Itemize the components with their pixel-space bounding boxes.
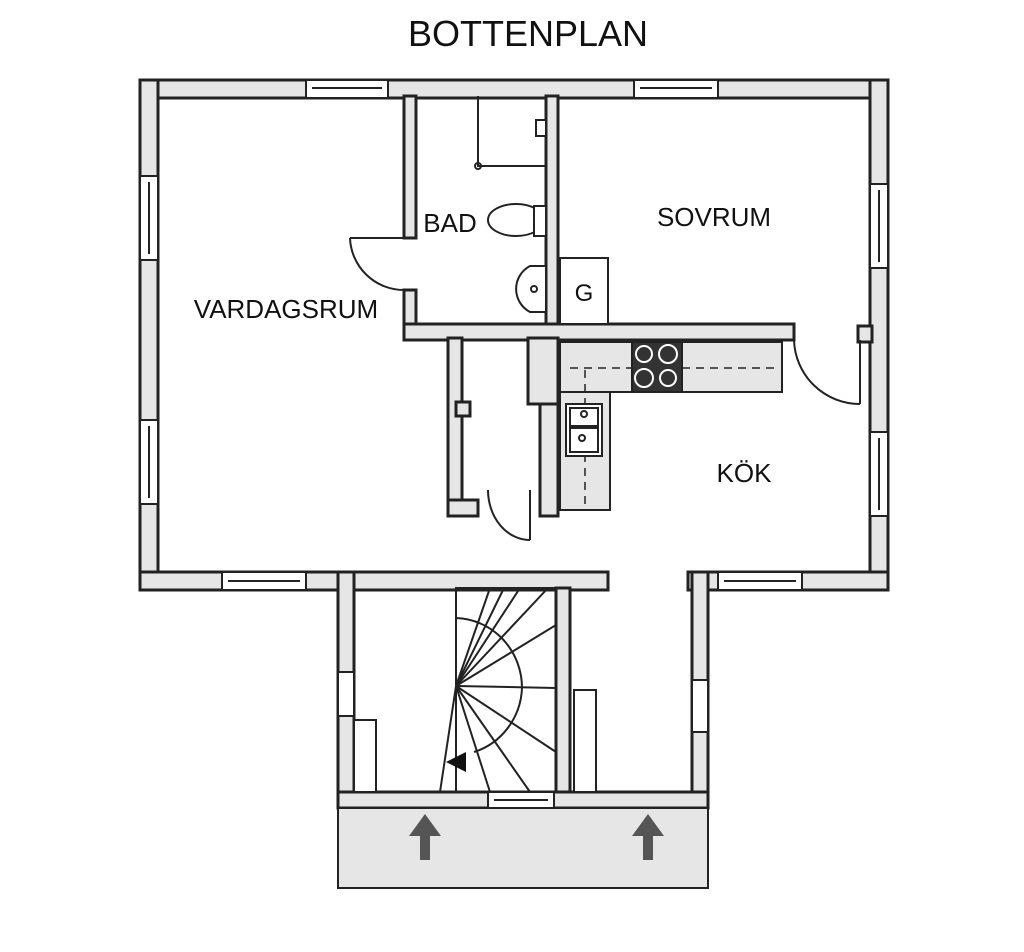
- staircase: [439, 587, 557, 793]
- room-label-vardagsrum: VARDAGSRUM: [194, 294, 378, 324]
- entrance-arrow-right: [632, 814, 664, 860]
- plan-title: BOTTENPLAN: [408, 13, 648, 54]
- windows: [139, 79, 889, 809]
- wardrobe-label-g: G: [575, 280, 594, 307]
- entrance-arrow-left: [409, 814, 441, 860]
- interior-walls: [402, 94, 874, 518]
- outer-walls: [138, 78, 890, 810]
- room-label-bad: BAD: [423, 208, 476, 238]
- bathroom-fixtures: [474, 96, 609, 325]
- room-label-kok: KÖK: [717, 458, 773, 488]
- wardrobe-right: [573, 689, 597, 793]
- room-label-sovrum: SOVRUM: [657, 202, 771, 232]
- wardrobe-left: [353, 719, 377, 793]
- stove: [631, 341, 683, 393]
